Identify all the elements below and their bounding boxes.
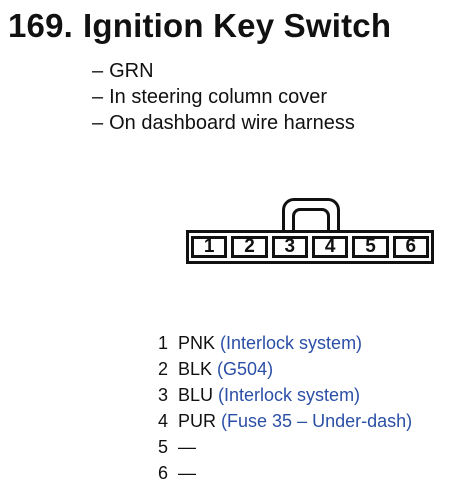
wire-pin-number: 2 bbox=[158, 359, 169, 379]
wire-pin-number: 6 bbox=[158, 463, 169, 483]
wire-color: BLU bbox=[178, 385, 214, 405]
connector-pin-5: 5 bbox=[352, 236, 389, 258]
wire-description: (Fuse 35 – Under-dash) bbox=[221, 411, 413, 431]
component-notes: –GRN –In steering column cover –On dashb… bbox=[92, 58, 355, 136]
component-number: 169. bbox=[8, 7, 74, 44]
wire-row: 1 PNK (Interlock system) bbox=[158, 330, 412, 356]
connector-pin-2: 2 bbox=[231, 236, 268, 258]
wire-color: — bbox=[178, 463, 196, 483]
component-title: Ignition Key Switch bbox=[83, 7, 392, 44]
connector-lock-tab bbox=[282, 198, 340, 234]
wire-color: PNK bbox=[178, 333, 216, 353]
wire-row: 5— bbox=[158, 434, 412, 460]
note-item: –On dashboard wire harness bbox=[92, 112, 355, 134]
connector-pin-3: 3 bbox=[271, 236, 308, 258]
wire-row: 2 BLK (G504) bbox=[158, 356, 412, 382]
note-item: –In steering column cover bbox=[92, 86, 328, 108]
wire-pin-number: 3 bbox=[158, 385, 169, 405]
wire-description: (Interlock system) bbox=[220, 333, 363, 353]
connector-pin-1: 1 bbox=[191, 236, 228, 258]
wire-row: 3 BLU (Interlock system) bbox=[158, 382, 412, 408]
wire-color: PUR bbox=[178, 411, 217, 431]
wire-pin-number: 5 bbox=[158, 437, 169, 457]
connector-pin-row: 1 2 3 4 5 6 bbox=[186, 230, 434, 264]
wire-color: — bbox=[178, 437, 196, 457]
connector-lock-tab-inner bbox=[292, 208, 330, 234]
wire-row: 4 PUR (Fuse 35 – Under-dash) bbox=[158, 408, 412, 434]
wire-pin-number: 1 bbox=[158, 333, 169, 353]
wire-description: (G504) bbox=[217, 359, 274, 379]
wire-list: 1 PNK (Interlock system) 2 BLK (G504) 3 BLU… bbox=[158, 330, 412, 486]
wire-color: BLK bbox=[178, 359, 213, 379]
note-item: –GRN bbox=[92, 60, 154, 82]
connector-pin-6: 6 bbox=[392, 236, 429, 258]
wire-description: (Interlock system) bbox=[218, 385, 361, 405]
connector-pin-4: 4 bbox=[311, 236, 349, 258]
wire-pin-number: 4 bbox=[158, 411, 169, 431]
wire-row: 6— bbox=[158, 460, 412, 486]
connector-diagram: 1 2 3 4 5 6 bbox=[186, 194, 434, 274]
page-title: 169.Ignition Key Switch bbox=[8, 6, 391, 46]
